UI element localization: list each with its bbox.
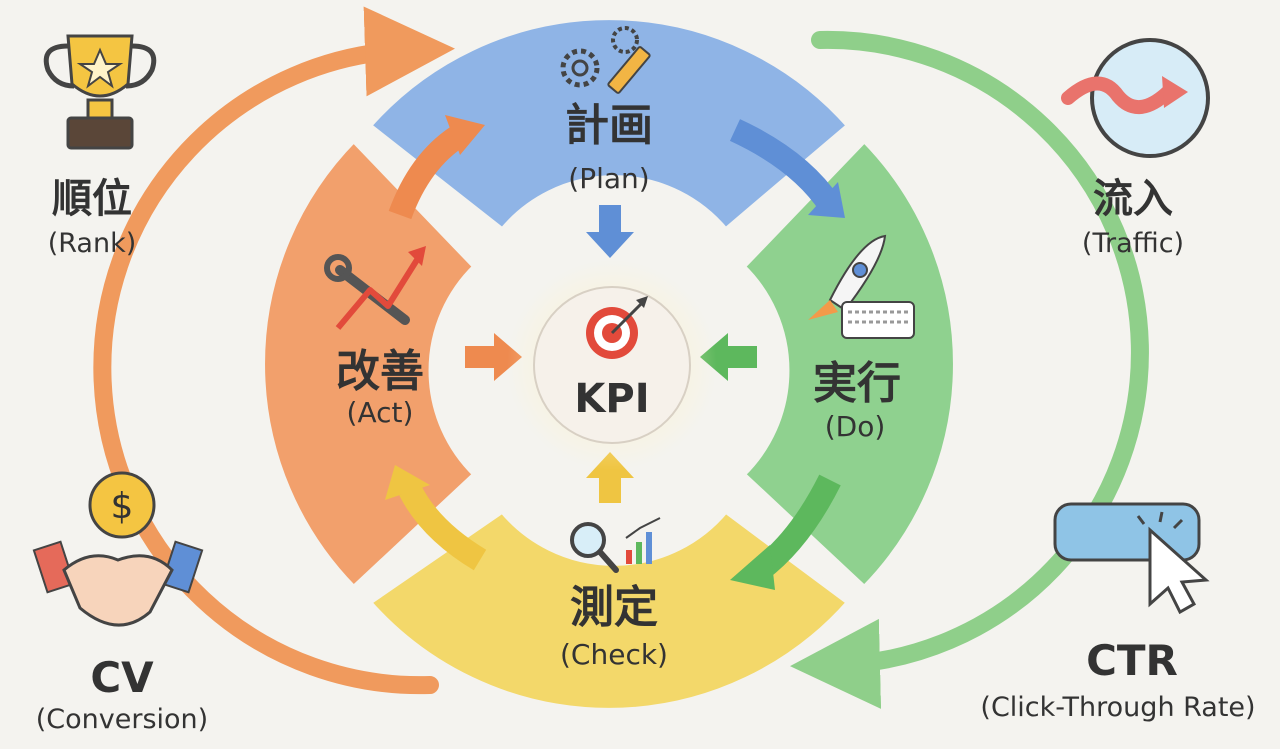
svg-text:$: $ [111, 486, 134, 527]
ctr-title: CTR [1086, 636, 1178, 685]
plan-label-jp: 計画 [565, 100, 653, 151]
dollar-coin-icon: $ [88, 471, 156, 539]
kpi-label: KPI [574, 376, 649, 422]
traffic-title: 流入 [1093, 176, 1173, 222]
traffic-arrow-icon [1061, 38, 1210, 158]
corner-ctr: CTR (Click-Through Rate) [980, 502, 1256, 723]
outer-green-arrow [790, 30, 1150, 709]
center-hub: KPI [507, 260, 717, 470]
corner-cv: $ CV (Conversion) [32, 471, 208, 735]
click-button-icon [1053, 502, 1210, 615]
rocket-keyboard-icon [808, 234, 915, 339]
outer-orange-arrow [93, 6, 455, 695]
do-label-en: (Do) [825, 410, 886, 443]
ring-segments [259, 14, 959, 714]
magnifier-chart-icon [570, 517, 661, 573]
check-label-en: (Check) [560, 638, 668, 671]
wrench-arrow-icon [324, 246, 426, 330]
plan-label-en: (Plan) [568, 162, 649, 195]
segment-plan [364, 14, 854, 235]
ctr-sub: (Click-Through Rate) [980, 692, 1255, 723]
act-label-jp: 改善 [336, 346, 424, 397]
cycle-arrow-act-to-plan [388, 115, 485, 220]
rank-sub: (Rank) [48, 228, 137, 259]
trophy-icon [43, 34, 157, 150]
act-label-en: (Act) [347, 396, 414, 429]
cycle-arrow-do-to-check [730, 474, 841, 590]
target-icon [586, 296, 648, 359]
rank-title: 順位 [52, 176, 132, 222]
check-label-jp: 測定 [570, 582, 658, 633]
inward-arrow-top [586, 205, 634, 258]
cycle-arrow-check-to-act [385, 465, 487, 571]
cv-sub: (Conversion) [36, 704, 208, 735]
segment-do [738, 135, 959, 593]
do-label-jp: 実行 [813, 358, 901, 409]
corner-traffic: 流入 (Traffic) [1061, 38, 1210, 259]
cycle-arrow-plan-to-do [729, 119, 845, 218]
cv-title: CV [90, 653, 154, 702]
gears-pencil-icon [560, 26, 651, 94]
handshake-icon [32, 540, 204, 627]
traffic-sub: (Traffic) [1082, 228, 1184, 259]
corner-rank: 順位 (Rank) [43, 34, 157, 259]
